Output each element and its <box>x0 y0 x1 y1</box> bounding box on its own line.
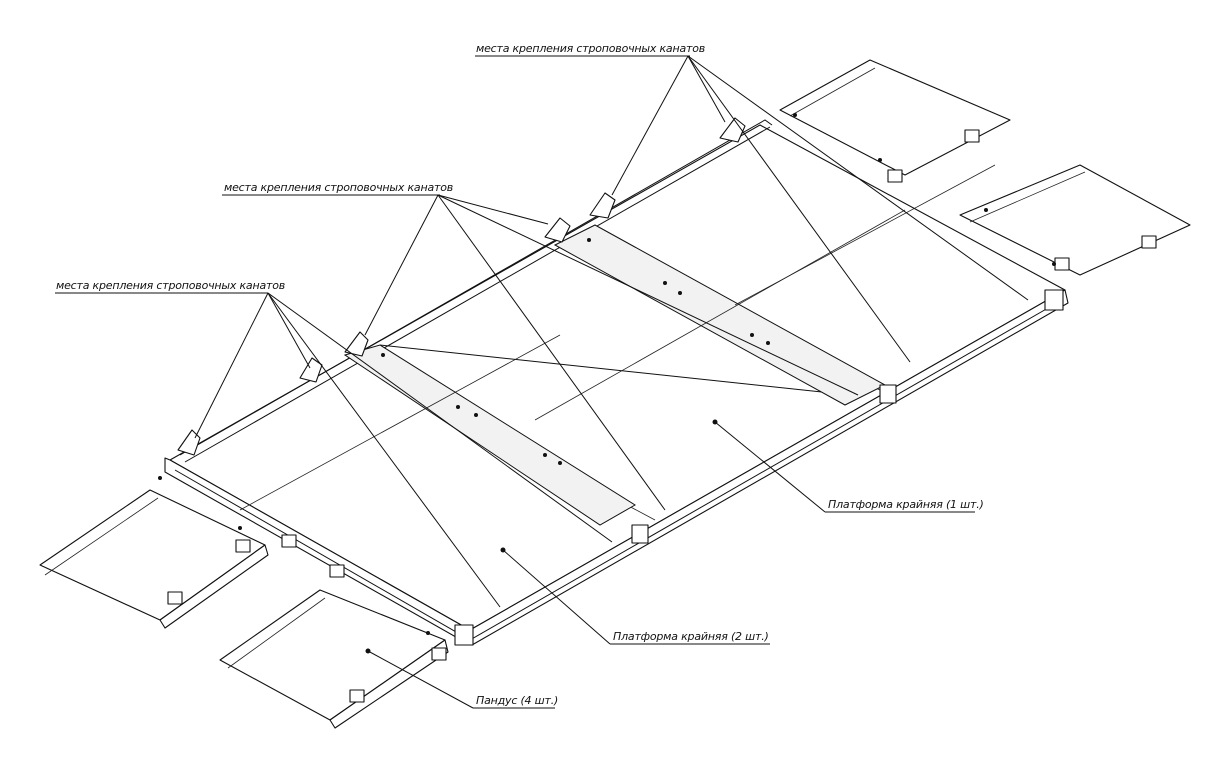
lifting-lugs <box>177 117 746 456</box>
ramps <box>39 59 1191 729</box>
platform-assembly <box>164 119 1069 646</box>
marker-dots <box>158 113 1056 654</box>
label-ramp: Пандус (4 шт.) <box>476 694 559 707</box>
label-sling-points-middle: места крепления строповочных канатов <box>224 181 454 194</box>
label-platform-1: Платформа крайняя (1 шт.) <box>828 498 984 511</box>
label-sling-points-top: места крепления строповочных канатов <box>476 42 706 55</box>
label-sling-points-left: места крепления строповочных канатов <box>56 279 286 292</box>
leader-lines <box>55 55 1029 709</box>
label-platform-2: Платформа крайняя (2 шт.) <box>613 630 769 643</box>
